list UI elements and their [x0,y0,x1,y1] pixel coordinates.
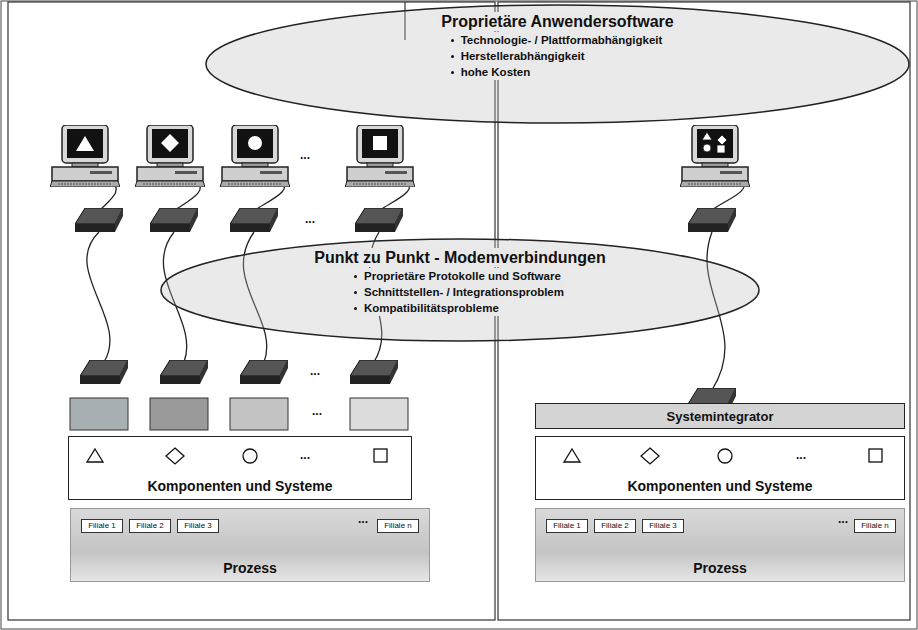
component-box: Komponenten und Systeme [68,436,412,500]
bullet-dot [354,291,357,294]
bullet-dot [354,307,357,310]
box-label: Komponenten und Systeme [147,478,332,499]
box-label: Komponenten und Systeme [627,478,812,499]
branch-label: Filiale 1 [553,521,581,531]
process-band: Prozess Filiale 1 Filiale 2 Filiale 3 Filial… [70,508,430,582]
branch-box: Filiale n [377,519,419,533]
ellipse-heading: Punkt zu Punkt - Modemverbindungen [311,248,609,267]
branch-box: Filiale 3 [642,519,684,533]
integrator-box: Systemintegrator [535,403,905,429]
bullet-row: Proprietäre Protokolle und Software [354,268,563,284]
bullet-row: Kompatibilitätsprobleme [354,300,501,316]
branch-label: Filiale 3 [184,521,212,531]
software-ellipse: Proprietäre AnwendersoftwareTechnologie-… [205,4,910,124]
bullet-row: Herstellerabhängigkeit [451,48,587,64]
branch-box: Filiale n [854,519,896,533]
bullet-text: Technologie- / Plattformabhängigkeit [459,32,665,48]
ellipsis-mark: ... [300,448,310,462]
bullet-dot [451,39,454,42]
bullet-dot [451,55,454,58]
bullet-text: Kompatibilitätsprobleme [362,300,501,316]
ellipsis-mark: ... [300,148,310,162]
branch-box: Filiale 2 [129,519,171,533]
branch-box: Filiale 2 [594,519,636,533]
ellipse-heading: Proprietäre Anwendersoftware [438,12,676,31]
bullet-text: hohe Kosten [459,64,533,80]
ellipsis-mark: ... [358,512,368,526]
bullet-text: Proprietäre Protokolle und Software [362,268,563,284]
bullet-list: Technologie- / PlattformabhängigkeitHers… [451,32,665,80]
branch-label: Filiale 2 [601,521,629,531]
branch-box: Filiale 1 [81,519,123,533]
ellipsis-mark: ... [312,404,322,418]
branch-box: Filiale 1 [546,519,588,533]
branch-label: Filiale n [384,521,412,531]
box-label: Systemintegrator [667,409,774,424]
branch-label: Filiale 3 [649,521,677,531]
bullet-row: Technologie- / Plattformabhängigkeit [451,32,665,48]
branch-label: Filiale 1 [88,521,116,531]
bullet-list: Proprietäre Protokolle und SoftwareSchni… [354,268,566,316]
bullet-dot [354,275,357,278]
bullet-row: Schnittstellen- / Integrationsproblem [354,284,566,300]
process-band: Prozess Filiale 1 Filiale 2 Filiale 3 Filial… [535,508,905,582]
ellipsis-mark: ... [796,448,806,462]
box-label: Prozess [223,560,277,581]
branch-label: Filiale n [861,521,889,531]
box-label: Prozess [693,560,747,581]
bullet-dot [451,71,454,74]
ellipsis-mark: ... [305,212,315,226]
ellipsis-mark: ... [838,512,848,526]
branch-box: Filiale 3 [177,519,219,533]
component-box: Komponenten und Systeme [535,436,905,500]
bullet-text: Herstellerabhängigkeit [459,48,587,64]
bullet-text: Schnittstellen- / Integrationsproblem [362,284,566,300]
bullet-row: hohe Kosten [451,64,533,80]
ellipsis-mark: ... [310,364,320,378]
branch-label: Filiale 2 [136,521,164,531]
connection-ellipse: Punkt zu Punkt - ModemverbindungenPropri… [160,238,760,342]
